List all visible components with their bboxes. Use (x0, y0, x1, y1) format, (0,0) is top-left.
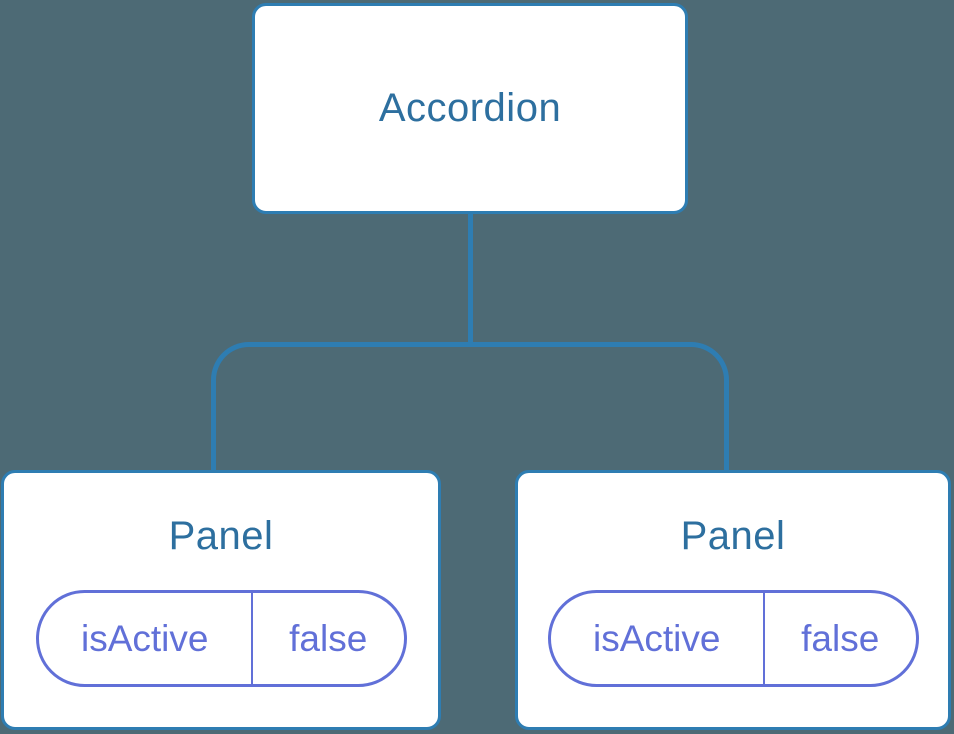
connector-stem (468, 214, 473, 344)
panel-node-right: Panel isActive false (515, 470, 951, 730)
panel-right-label: Panel (680, 514, 786, 558)
state-value: false (289, 617, 368, 659)
accordion-node: Accordion (252, 3, 688, 214)
state-value: false (801, 617, 880, 659)
panel-right-state-pill: isActive false (547, 590, 919, 687)
state-key: isActive (551, 593, 765, 684)
panel-left-label: Panel (168, 514, 274, 558)
panel-node-left: Panel isActive false (1, 470, 441, 730)
state-key: isActive (39, 593, 253, 684)
accordion-node-label: Accordion (378, 86, 562, 130)
panel-left-state-pill: isActive false (35, 590, 407, 687)
connector-branch (211, 342, 729, 470)
